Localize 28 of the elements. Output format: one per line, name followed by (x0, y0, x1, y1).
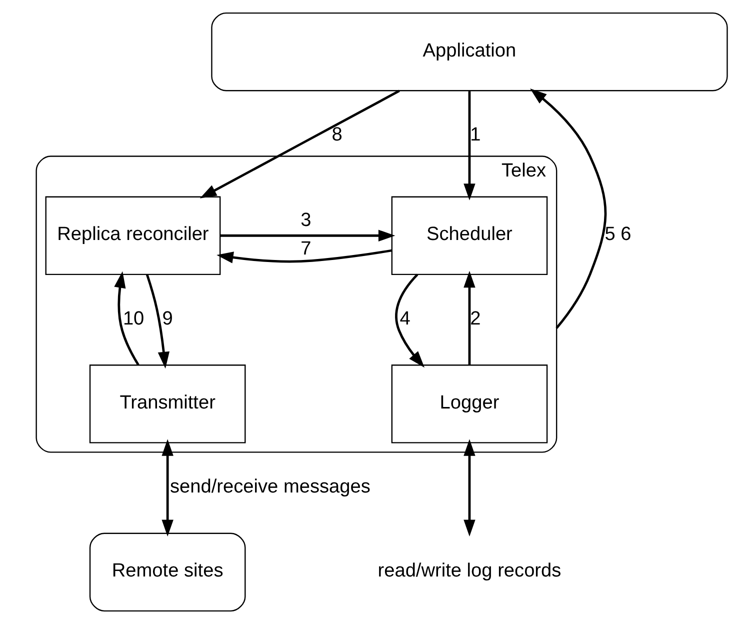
edge-label: 7 (300, 238, 312, 260)
edge-label: 10 (122, 308, 144, 330)
arrow (464, 439, 476, 536)
node-box: Logger (391, 364, 548, 444)
arrow (395, 274, 425, 368)
arrow (146, 274, 170, 369)
arrow (114, 271, 140, 366)
edge-label: 3 (300, 210, 312, 231)
edge-label: 4 (400, 308, 410, 330)
arrow (220, 230, 396, 242)
node-text: read/write log records (378, 560, 562, 582)
edge-label: 8 (332, 124, 342, 146)
node-box: Replica reconciler (45, 196, 221, 275)
edge-label: 2 (470, 308, 481, 330)
arrow (200, 90, 400, 198)
edge-label: 5 6 (604, 224, 632, 246)
edge-label: 1 (470, 124, 481, 146)
arrow (216, 249, 392, 264)
arrow (464, 270, 476, 365)
node-box: Application (211, 12, 728, 92)
arrow (162, 439, 174, 536)
arrow (464, 91, 476, 200)
node-box: Scheduler (391, 196, 548, 275)
edge-label: 9 (162, 308, 173, 330)
node-box: Transmitter (89, 364, 246, 444)
arrow (530, 88, 607, 329)
edge-label: send/receive messages (170, 476, 370, 498)
node-box: Remote sites (89, 532, 246, 612)
